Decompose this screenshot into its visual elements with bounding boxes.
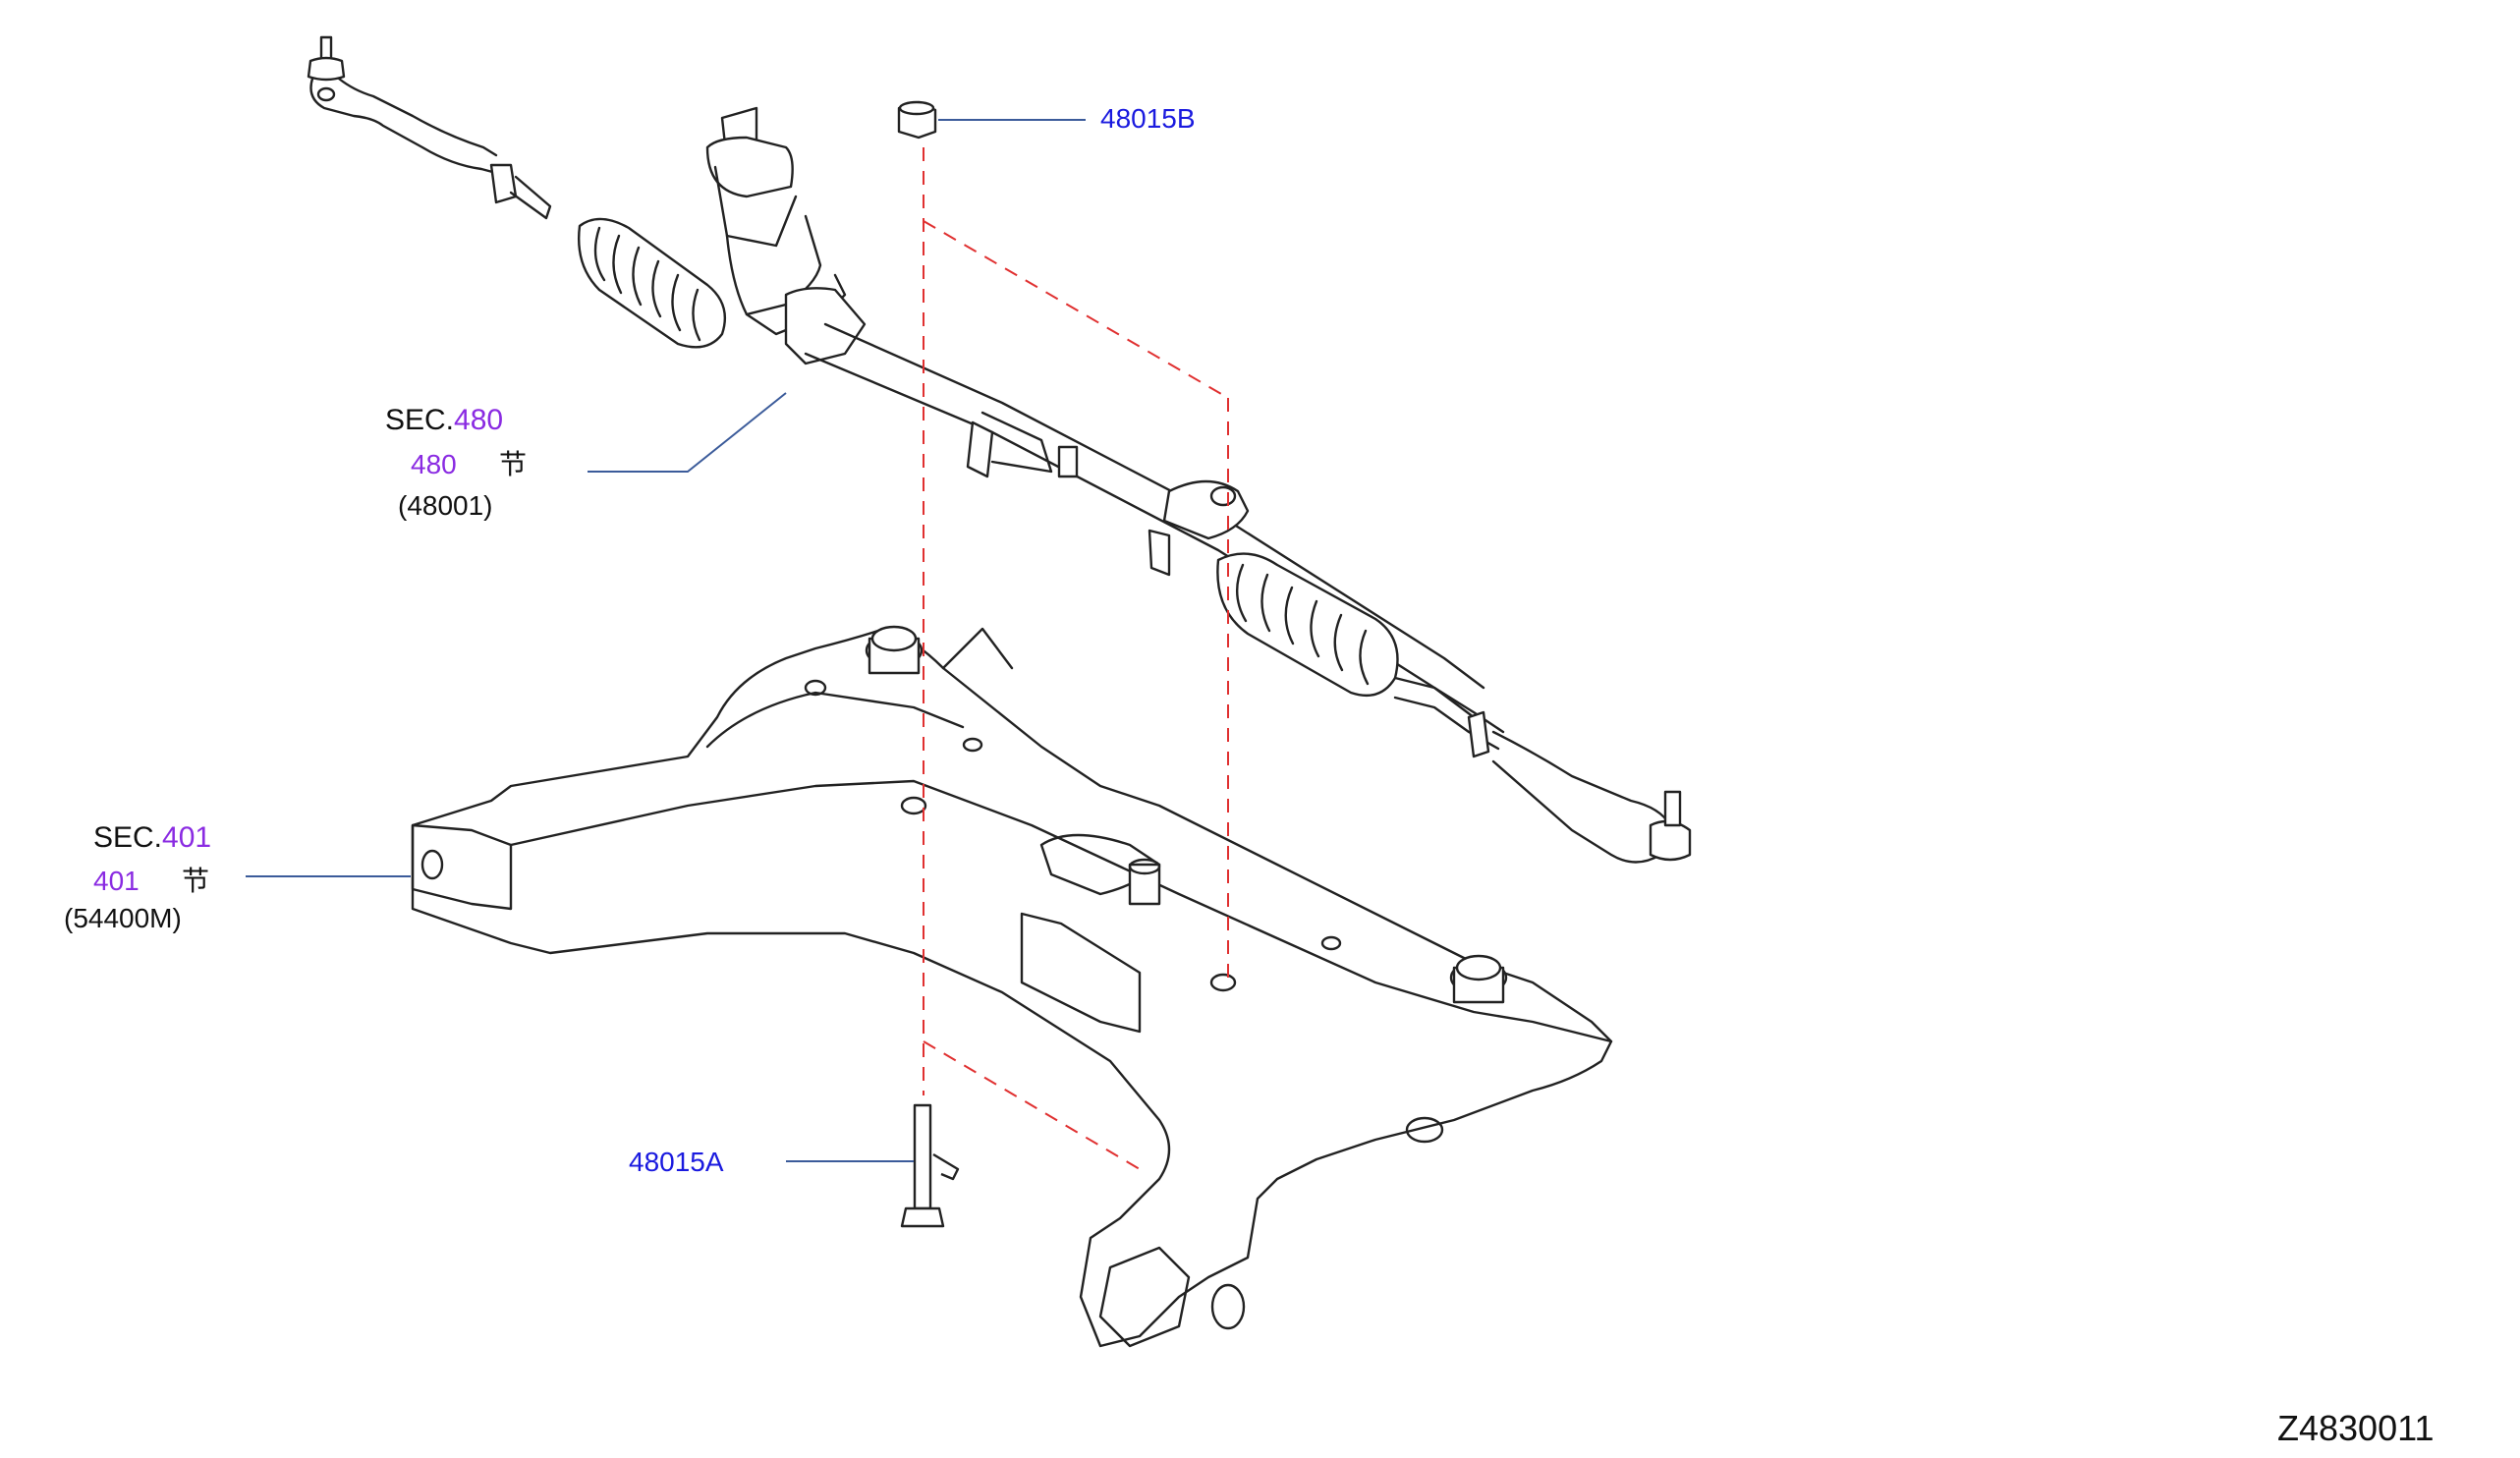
leader-lines (246, 119, 1086, 1162)
svg-text:SEC.480: SEC.480 (385, 404, 503, 436)
crossmember-section-glyph: 节 (182, 866, 209, 896)
steering-sec-number[interactable]: 480 (454, 404, 503, 436)
callout-48015B[interactable]: 48015B (1100, 103, 1196, 134)
steering-sec-prefix: SEC. (385, 404, 454, 436)
nut-part-code[interactable]: 48015B (1100, 103, 1196, 134)
crossmember-sub-number[interactable]: 401 (93, 866, 140, 896)
svg-text:SEC.401: SEC.401 (93, 821, 211, 854)
crossmember-sec-number[interactable]: 401 (162, 821, 211, 854)
steering-sub-number[interactable]: 480 (411, 449, 457, 479)
crossmember-drawing (411, 625, 1613, 1348)
callout-steering-gear[interactable]: SEC.480 480 节 (48001) (385, 404, 527, 521)
diagram-id: Z4830011 (2277, 1408, 2434, 1448)
callout-crossmember[interactable]: SEC.401 401 节 (54400M) (64, 821, 211, 933)
crossmember-sec-prefix: SEC. (93, 821, 162, 854)
steering-part-code: (48001) (398, 490, 493, 521)
bolt-drawing (900, 1103, 960, 1228)
nut-drawing (897, 100, 937, 140)
crossmember-part-code: (54400M) (64, 903, 182, 933)
steering-section-glyph: 节 (499, 449, 527, 479)
assembly-dash-lines (923, 147, 1229, 1170)
callout-48015A[interactable]: 48015A (629, 1147, 724, 1177)
bolt-part-code[interactable]: 48015A (629, 1147, 724, 1177)
